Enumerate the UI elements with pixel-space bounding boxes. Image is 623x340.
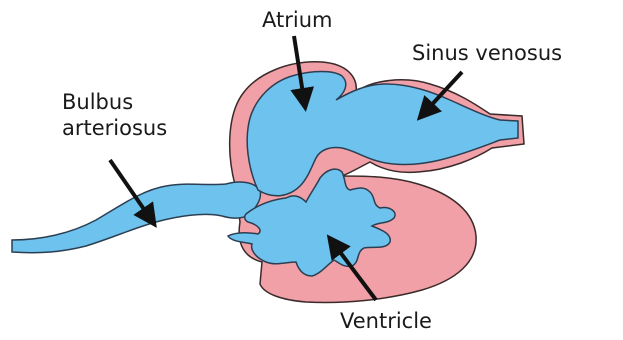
- ventricle-label: Ventricle: [340, 308, 432, 334]
- bulbus-arteriosus: [12, 182, 261, 253]
- bulbus-arteriosus-label: Bulbus arteriosus: [62, 89, 167, 141]
- sinus-venosus-label: Sinus venosus: [412, 40, 562, 66]
- atrium-label: Atrium: [262, 7, 332, 33]
- bulbus-label-line-2: arteriosus: [62, 115, 167, 141]
- bulbus-label-line-1: Bulbus: [62, 89, 167, 115]
